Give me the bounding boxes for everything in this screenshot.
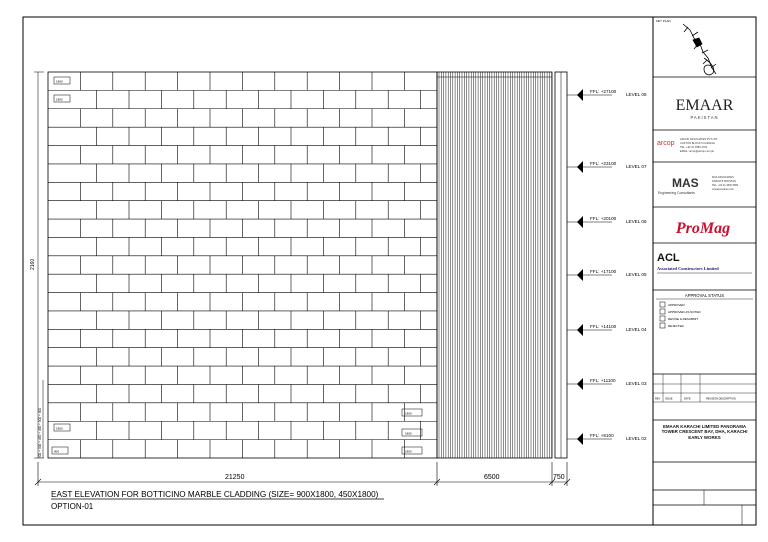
promag-logo: ProMag [675, 220, 730, 237]
svg-text:ISSUE: ISSUE [665, 398, 673, 401]
approval-checkbox [659, 308, 666, 315]
svg-text:masassociates.com: masassociates.com [712, 188, 734, 191]
key-plan-sketch [682, 23, 717, 76]
approval-item: REVISE & RESUBMIT [668, 317, 698, 321]
dimension-edge-width: 750 [553, 474, 565, 481]
height-dimension: 2160 [30, 259, 36, 270]
svg-text:KARACHI PAKISTAN: KARACHI PAKISTAN [712, 180, 736, 183]
dim-tag-bottom-a: 1800 [56, 427, 63, 431]
level-ffl: FFL: +11100 [590, 378, 616, 383]
revision-table-headers: REV ISSUE DATE REVISION DESCRIPTION [655, 398, 736, 401]
approval-item: APPROVED [668, 303, 686, 307]
title-block-lower-grid [703, 490, 743, 525]
revision-table-grid [653, 374, 756, 403]
drawing-title: EAST ELEVATION FOR BOTTICINO MARBLE CLAD… [51, 490, 379, 499]
approval-item: APPROVED AS NOTED [668, 310, 702, 314]
project-title: EMAAR KARACHI LIMITED PANORAMA TOWER CRE… [661, 424, 748, 440]
contractor-name: Associated Constructors Limited [657, 266, 719, 271]
dim-tag-right-a: 1800 [405, 412, 412, 416]
level-marker-icon [577, 161, 583, 173]
dimension-total-width: 21250 [225, 474, 245, 481]
level-marker-icon [577, 378, 583, 390]
contractor-logo: ACL [657, 252, 680, 264]
engineer-caption: Engineering Consultants [658, 191, 695, 195]
approval-checkbox [659, 315, 666, 322]
level-marker-icon [577, 269, 583, 281]
key-plan-label: KEY PLAN [656, 19, 671, 23]
level-name: LEVEL 08 [626, 92, 647, 97]
svg-text:TEL: +92 21 3530 6580: TEL: +92 21 3530 6580 [712, 184, 739, 187]
project-title-box: EMAAR KARACHI LIMITED PANORAMA TOWER CRE… [661, 424, 748, 440]
dim-tag-right-c: 1800 [405, 450, 412, 454]
dim-tag-top-b: 1800 [56, 98, 63, 102]
level-name: LEVEL 06 [626, 219, 647, 224]
level-name: LEVEL 04 [626, 327, 647, 332]
approval-title: APPROVAL STATUS [685, 293, 724, 298]
svg-text:EMAIL: arcop@arcop.com.pk: EMAIL: arcop@arcop.com.pk [680, 149, 715, 153]
level-marker-icon [577, 216, 583, 228]
level-marker-icon [577, 324, 583, 336]
svg-text:DATE: DATE [684, 398, 691, 401]
level-ffl: FFL: +17100 [590, 269, 617, 274]
svg-text:ARCOP ASSOCIATES PVT LTD: ARCOP ASSOCIATES PVT LTD [680, 137, 717, 141]
approval-checkbox [659, 322, 666, 329]
level-ffl: FFL: +23100 [590, 161, 617, 166]
level-marker-icon [577, 89, 583, 101]
dim-tag-top-a: 1800 [56, 80, 63, 84]
svg-text:REV: REV [655, 398, 660, 401]
svg-text:TEL: +92 21 3583 4700: TEL: +92 21 3583 4700 [680, 145, 708, 149]
client-logo-name: EMAAR [676, 97, 734, 114]
svg-text:MAS ASSOCIATES: MAS ASSOCIATES [712, 176, 734, 179]
architect-logo: arcop [657, 140, 675, 147]
level-ffl: FFL: +20100 [590, 216, 617, 221]
vertical-fin-strip [436, 71, 553, 459]
left-stack-dimension: 900 + 900 + 450 + 450 + 900 + 900 [38, 408, 42, 458]
title-block-frame [652, 16, 757, 526]
marble-cladding-panels [47, 71, 438, 459]
level-marker-icon [577, 433, 583, 445]
approval-item: REJECTED [668, 324, 685, 328]
svg-text:CLIFTON BLOCK 5 KARACHI: CLIFTON BLOCK 5 KARACHI [680, 141, 715, 145]
dim-tag-bottom-b: 900 [54, 450, 59, 454]
engineer-logo: MAS [672, 176, 699, 190]
level-ffl: FFL: +8100 [590, 433, 614, 438]
bottom-dimension-line [34, 462, 571, 486]
drawing-option: OPTION-01 [51, 502, 94, 511]
title-block-dividers [653, 76, 756, 506]
level-ffl: FFL: +27100 [590, 89, 617, 94]
left-dimension-tags [34, 71, 423, 459]
level-name: LEVEL 02 [626, 436, 647, 441]
level-name: LEVEL 07 [626, 164, 647, 169]
engineer-details: MAS ASSOCIATES KARACHI PAKISTAN TEL: +92… [712, 176, 739, 191]
approval-checklist: APPROVED APPROVED AS NOTED REVISE & RESUBM… [659, 301, 702, 329]
level-name: LEVEL 05 [626, 272, 647, 277]
client-logo-sub: PAKISTAN [690, 115, 718, 120]
dim-tag-right-b: 1800 [405, 432, 412, 436]
svg-text:REVISION DESCRIPTION: REVISION DESCRIPTION [706, 398, 736, 401]
architect-details: ARCOP ASSOCIATES PVT LTD CLIFTON BLOCK 5… [680, 137, 717, 153]
dimension-strip-width: 6500 [484, 474, 500, 481]
level-ffl: FFL: +14100 [590, 324, 617, 329]
level-name: LEVEL 03 [626, 381, 647, 386]
approval-checkbox [659, 301, 666, 308]
